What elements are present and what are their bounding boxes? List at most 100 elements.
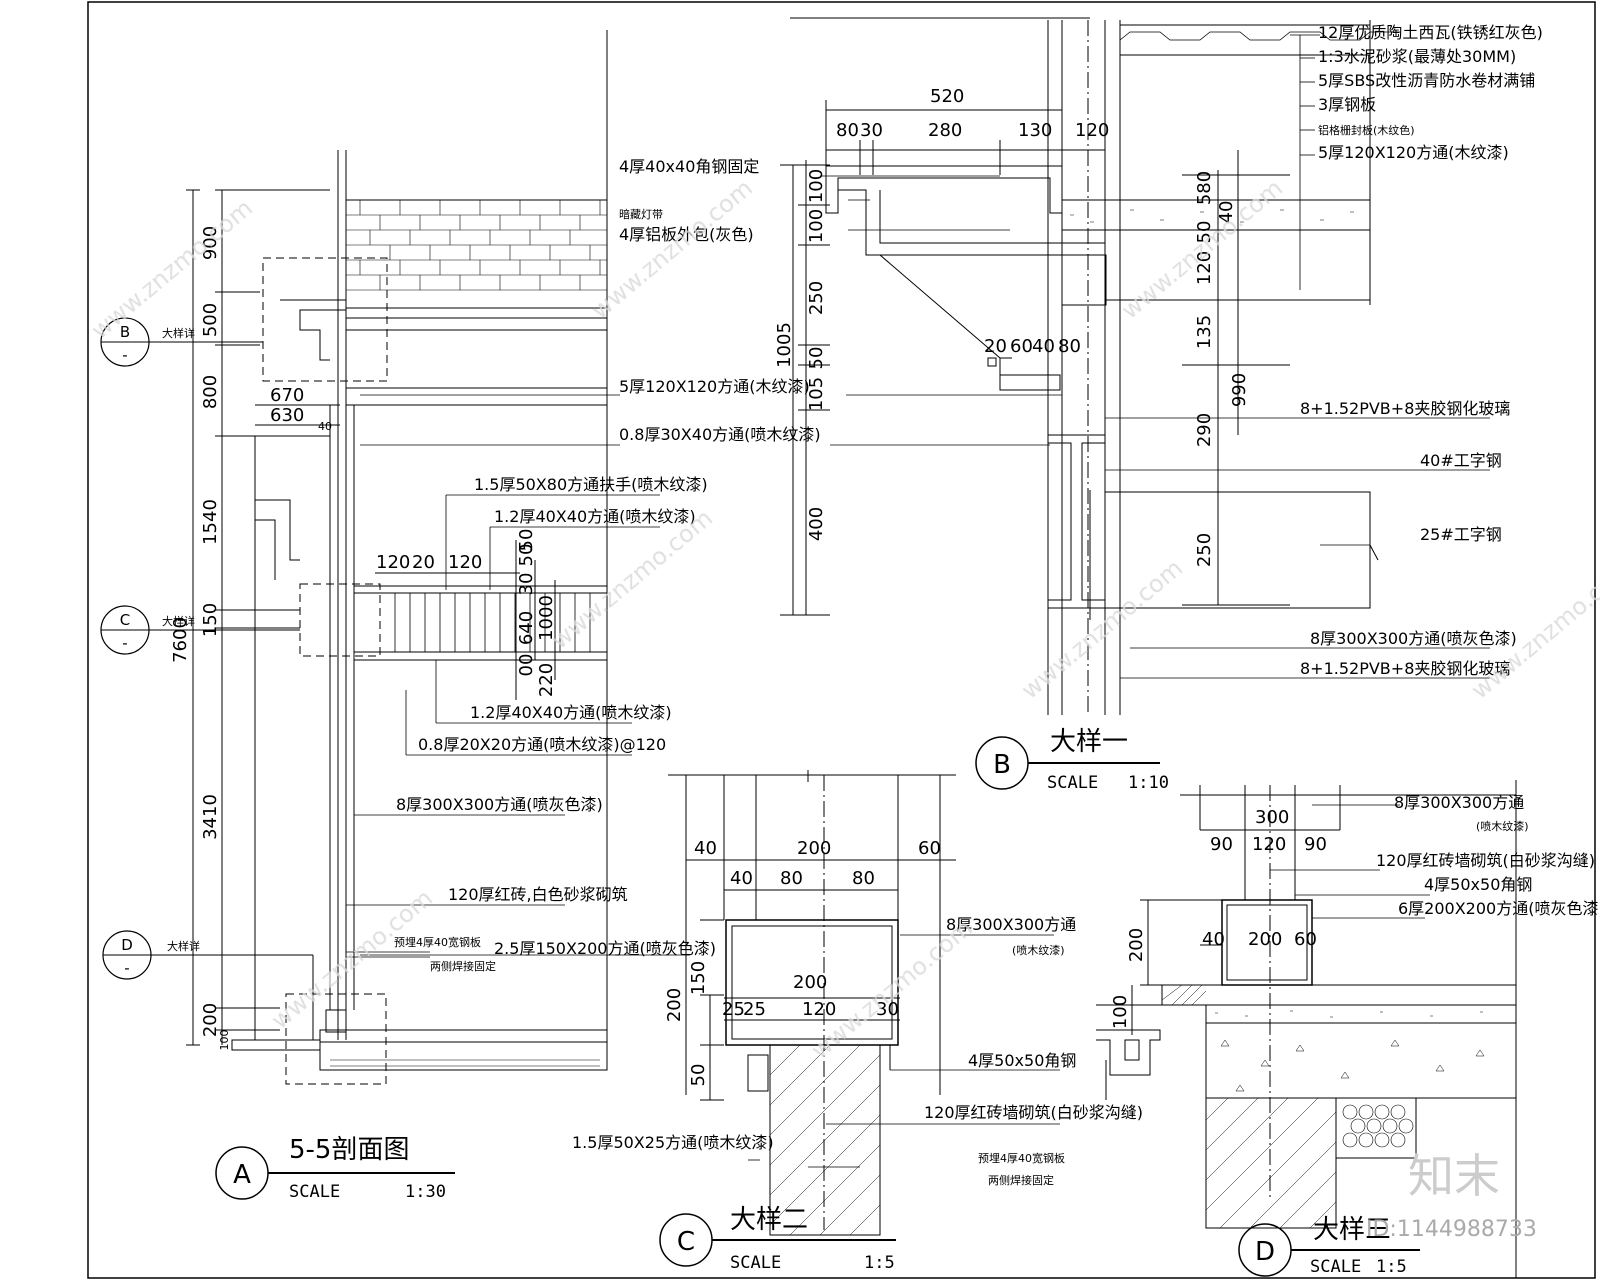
d1-dim-mid-3: 80	[1058, 336, 1081, 357]
view-b-title: 大样一	[1050, 727, 1128, 757]
detail-ref-d-label: 大样详	[167, 939, 200, 953]
d1-dim-left-0: 100	[806, 169, 827, 203]
d3-dim-8: 100	[1110, 995, 1131, 1029]
d2-dim-1: 200	[797, 838, 831, 859]
view-a-scale-value: 1:30	[405, 1182, 446, 1202]
d1-note-mortar: 1:3水泥砂浆(最薄处30MM)	[1318, 47, 1516, 66]
d1-dim-left-4: 105	[806, 377, 827, 411]
watermark-text: www.znzmo.com	[1016, 554, 1188, 705]
d1-dim-right-3: 120	[1194, 251, 1215, 285]
watermark-text: www.znzmo.com	[86, 194, 258, 345]
view-b-scale-label: SCALE	[1047, 773, 1098, 793]
view-a-scale-label: SCALE	[289, 1182, 340, 1202]
dim-h-2: 40	[318, 420, 332, 433]
dim-rail-1: 20	[412, 552, 435, 573]
d2-dim-4: 80	[780, 868, 803, 889]
d2-dim-3: 40	[730, 868, 753, 889]
view-c-scale-value: 1:5	[864, 1253, 895, 1273]
dim-v-2: 800	[200, 375, 221, 409]
note-handrail: 1.5厚50X80方通扶手(喷木纹漆)	[474, 475, 708, 494]
d2-dim-7: 25	[722, 999, 745, 1020]
d1-dim-right-5: 290	[1194, 413, 1215, 447]
view-c-marker: C	[677, 1227, 695, 1257]
note-base-tube: 2.5厚150X200方通(喷灰色漆)	[494, 939, 716, 958]
d1-dim-left-6: 1005	[774, 322, 795, 368]
dim-h-0: 670	[270, 385, 304, 406]
dim-v-6: 200	[200, 1003, 221, 1037]
d1-dim-mid-1: 60	[1010, 336, 1033, 357]
d1-dim-top-3: 280	[928, 120, 962, 141]
section-55-notes: 1.5厚50X80方通扶手(喷木纹漆) 1.2厚40X40方通(喷木纹漆) 5厚…	[394, 377, 821, 973]
d2-dim-0: 40	[694, 838, 717, 859]
d1-note-light-strip: 暗藏灯带	[619, 207, 663, 221]
d2-note-column-tube: 8厚300X300方通	[946, 915, 1076, 934]
watermark-text: www.znzmo.com	[546, 504, 718, 655]
d1-dim-top-5: 120	[1075, 120, 1109, 141]
note-embedded-plate: 预埋4厚40宽钢板	[394, 935, 481, 949]
detail-ref-c-sub: -	[122, 634, 127, 652]
d1-dim-right-7: 990	[1229, 373, 1250, 407]
detail-ref-d: D - 大样详	[103, 931, 200, 979]
d1-dim-top-0: 520	[930, 86, 964, 107]
detail-ref-b-sub: -	[122, 346, 127, 364]
d1-dim-left-3: 50	[806, 347, 827, 370]
brand-watermark-id: ID:1144988733	[1366, 1217, 1537, 1242]
detail-ref-d-marker: D	[121, 936, 133, 954]
d2-dim-5: 80	[852, 868, 875, 889]
detail-ref-c-label: 大样详	[162, 614, 195, 628]
d1-dim-left-5: 400	[806, 507, 827, 541]
d2-dim-9: 120	[802, 999, 836, 1020]
d3-note-brick-wall: 120厚红砖墙砌筑(白砂浆沟缝)	[1376, 851, 1595, 870]
d1-dim-top-1: 80	[836, 120, 859, 141]
detail-b-callout-box	[263, 258, 387, 381]
d2-dim-10: 30	[876, 999, 899, 1020]
detail-d-callout-box	[286, 994, 386, 1084]
detail-1-dimensions: 520 80 30 280 130 120 100 100 250 50 105…	[774, 86, 1250, 567]
d2-note-brick-wall: 120厚红砖墙砌筑(白砂浆沟缝)	[924, 1103, 1143, 1122]
d3-dim-0: 300	[1255, 807, 1289, 828]
d3-dim-5: 200	[1248, 929, 1282, 950]
d1-note-waterproof: 5厚SBS改性沥青防水卷材满铺	[1318, 71, 1535, 90]
dim-v-0: 900	[200, 226, 221, 260]
d2-dim-13: 50	[688, 1064, 709, 1087]
view-c-title: 大样二	[730, 1205, 808, 1235]
d1-dim-top-4: 130	[1018, 120, 1052, 141]
d1-dim-right-0: 580	[1194, 171, 1215, 205]
view-c-scale-label: SCALE	[730, 1253, 781, 1273]
detail-3-dimensions: 300 90 120 90 40 200 60 200 100	[1110, 807, 1327, 1029]
d1-note-angle: 4厚40x40角钢固定	[619, 157, 759, 176]
dim-v-7: 100	[218, 1030, 231, 1051]
note-beam-tube: 5厚120X120方通(木纹漆)	[619, 377, 810, 396]
section-55-dimensions: 7600 900 500 800 1540 150 3410 200 100 6…	[170, 226, 557, 1051]
d1-note-glass-top: 8+1.52PVB+8夹胶钢化玻璃	[1300, 399, 1510, 418]
roof-tile-hatch	[346, 200, 607, 290]
dim-v-4: 150	[200, 603, 221, 637]
dim-overall-height: 7600	[170, 617, 191, 663]
detail-ref-b: B - 大样详	[101, 318, 195, 366]
view-d-title-block: D 大样三 SCALE 1:5	[1239, 1215, 1420, 1277]
watermark-text: www.znzmo.com	[586, 174, 758, 325]
d1-note-i-beam-25: 25#工字钢	[1420, 525, 1502, 544]
detail-1-view	[780, 18, 1490, 715]
d3-note-column-tube: 8厚300X300方通	[1394, 793, 1524, 812]
detail-ref-b-marker: B	[120, 323, 130, 341]
d2-note-small-tube: 1.5厚50X25方通(喷木纹漆)	[572, 1133, 774, 1152]
d1-note-i-beam-40: 40#工字钢	[1420, 451, 1502, 470]
d1-dim-mid-2: 40	[1032, 336, 1055, 357]
d3-note-angle: 4厚50x50角钢	[1424, 875, 1532, 894]
sheet-border	[88, 2, 1595, 1278]
view-d-title: 大样三	[1313, 1215, 1391, 1245]
dim-rail-3: 50	[516, 544, 537, 567]
d1-note-steel-plate: 3厚钢板	[1318, 95, 1376, 114]
d1-note-aluminum-clad: 4厚铝板外包(灰色)	[619, 225, 754, 244]
d2-dim-6: 200	[793, 972, 827, 993]
dim-rail-5: 30	[516, 573, 537, 596]
detail-3-notes: 8厚300X300方通 (喷木纹漆) 120厚红砖墙砌筑(白砂浆沟缝) 4厚50…	[1376, 793, 1600, 918]
watermark-layer: www.znzmo.com www.znzmo.com www.znzmo.co…	[86, 174, 1600, 1065]
dim-rail-4: 50	[516, 529, 537, 552]
guardrail-balusters	[395, 593, 590, 652]
d1-note-column-tube: 8厚300X300方通(喷灰色漆)	[1310, 629, 1517, 648]
detail-ref-c-marker: C	[120, 611, 130, 629]
d3-note-base-tube: 6厚200X200方通(喷灰色漆)	[1398, 899, 1600, 918]
detail-c-callout-box	[300, 584, 380, 656]
